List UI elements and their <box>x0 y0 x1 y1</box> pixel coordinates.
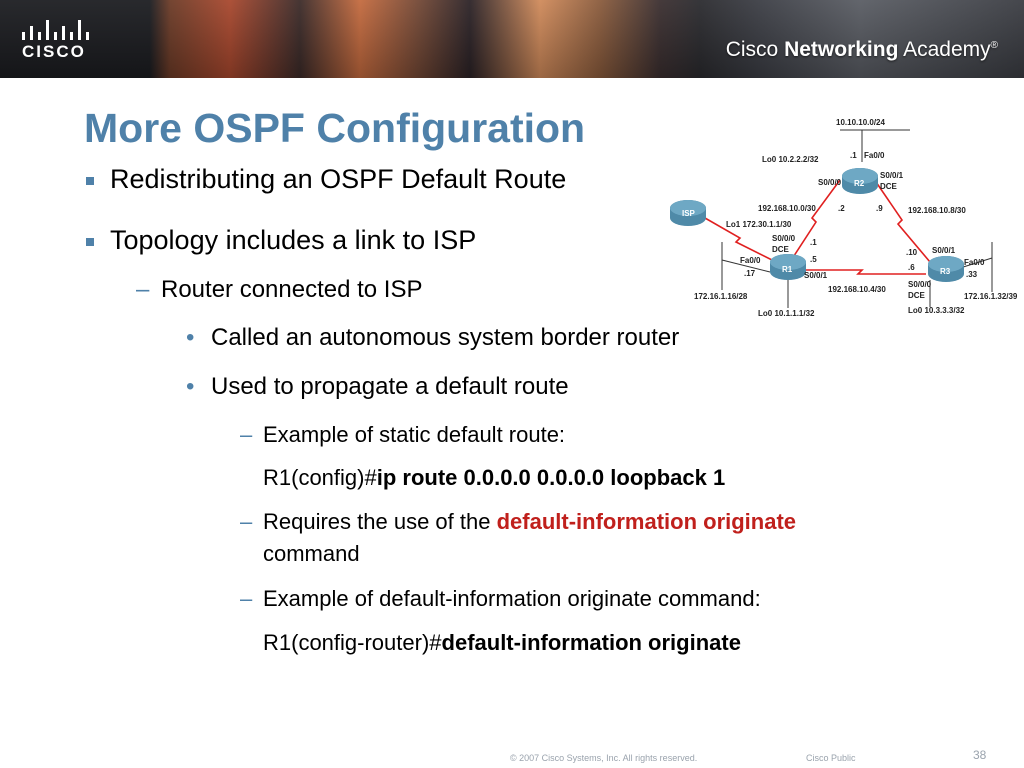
academy-brand: Cisco Networking Academy® <box>726 38 998 62</box>
requires-highlight: default-information originate <box>496 509 797 534</box>
serial-r2-r3 <box>875 181 931 263</box>
label-r2-lo: Lo0 10.2.2.2/32 <box>762 155 819 164</box>
label-r1: R1 <box>782 265 793 274</box>
label-net-r1r2: 192.168.10.0/30 <box>758 204 816 213</box>
academy-bold: Networking <box>784 38 899 61</box>
bullet-topology: Topology includes a link to ISP <box>110 225 477 255</box>
label-r1-s01: S0/0/1 <box>804 271 828 280</box>
academy-prefix: Cisco <box>725 38 785 61</box>
dio-command: R1(config-router)#default-information or… <box>263 630 741 656</box>
bullet-propagate: Used to propagate a default route <box>211 373 569 400</box>
label-net-r2r3: 192.168.10.8/30 <box>908 206 966 215</box>
bullet-dash: – <box>136 276 150 303</box>
router-r2-icon <box>842 168 878 194</box>
requires-prefix: Requires the use of the <box>263 509 497 534</box>
label-r3-s00-ip: .6 <box>908 263 915 272</box>
serial-isp-r1 <box>697 213 777 263</box>
label-r2-s00: S0/0/0 <box>818 178 842 187</box>
bullet-asbr: Called an autonomous system border route… <box>211 324 680 351</box>
bullet-router-isp: Router connected to ISP <box>161 276 423 303</box>
static-route-prompt: R1(config)# <box>263 465 377 490</box>
label-r3-dce: DCE <box>908 291 926 300</box>
slide-title: More OSPF Configuration <box>84 105 586 151</box>
footer-classification: Cisco Public <box>806 753 856 763</box>
label-r2-s00-ip: .2 <box>838 204 845 213</box>
label-net-r1r3: 192.168.10.4/30 <box>828 285 886 294</box>
label-r2-s01-ip: .9 <box>876 204 883 213</box>
label-isp: ISP <box>682 209 696 218</box>
r1-lan-line <box>721 259 771 273</box>
bullet-redistributing: Redistributing an OSPF Default Route <box>110 164 567 194</box>
label-r1-s01-ip: .5 <box>810 255 817 264</box>
label-r2-fa: Fa0/0 <box>864 151 885 160</box>
label-r1-s00: S0/0/0 <box>772 234 796 243</box>
label-r1-lo1: Lo1 172.30.1.1/30 <box>726 220 792 229</box>
page-number: 38 <box>973 748 987 762</box>
label-r3-s00: S0/0/0 <box>908 280 932 289</box>
label-r3-lo0: Lo0 10.3.3.3/32 <box>908 306 965 315</box>
requires-suffix: command <box>263 541 360 566</box>
cisco-logo-text: CISCO <box>22 42 86 61</box>
label-r2-fa-ip: .1 <box>850 151 857 160</box>
label-r3-fa-ip: .33 <box>966 270 978 279</box>
header-banner: CISCO Cisco Networking Academy® <box>0 0 1024 78</box>
label-r1-fa: Fa0/0 <box>740 256 761 265</box>
label-r2-s01: S0/0/1 <box>880 171 904 180</box>
label-net-top: 10.10.10.0/24 <box>836 118 885 127</box>
label-r3-s01-ip: .10 <box>906 248 918 257</box>
label-r1-fa-ip: .17 <box>744 269 756 278</box>
bullet-dash: – <box>240 422 253 447</box>
bullet-requires: Requires the use of the default-informat… <box>263 509 796 535</box>
topology-diagram: 10.10.10.0/24 .1 Fa0/0 Lo0 10.2.2.2/32 S… <box>670 118 1018 318</box>
bullet-dot: • <box>186 373 195 400</box>
static-route-cmd: ip route 0.0.0.0 0.0.0.0 loopback 1 <box>376 465 726 490</box>
label-r3: R3 <box>940 267 951 276</box>
router-r1-icon <box>770 254 806 280</box>
label-r3-s01: S0/0/1 <box>932 246 956 255</box>
dio-cmd: default-information originate <box>441 630 741 655</box>
bullet-square <box>86 233 94 251</box>
bullet-dash: – <box>240 586 253 611</box>
footer-copyright: © 2007 Cisco Systems, Inc. All rights re… <box>510 753 698 763</box>
academy-mark: ® <box>990 40 998 51</box>
r3-lan-line <box>959 257 993 269</box>
label-r1-dce: DCE <box>772 245 790 254</box>
label-r2-dce: DCE <box>880 182 898 191</box>
cisco-logo-icon <box>22 20 89 40</box>
banner-shade <box>0 0 1024 78</box>
bullet-dash: – <box>240 509 253 534</box>
bullet-static-example: Example of static default route: <box>263 422 566 447</box>
label-r3-fa: Fa0/0 <box>964 258 985 267</box>
bullet-dot: • <box>186 324 195 351</box>
academy-suffix: Academy <box>898 38 991 61</box>
router-r3-icon <box>928 256 964 282</box>
label-net-r1lan: 172.16.1.16/28 <box>694 292 748 301</box>
serial-r1-r2 <box>789 179 841 263</box>
label-net-r3lan: 172.16.1.32/39 <box>964 292 1018 301</box>
bullet-dio-example: Example of default-information originate… <box>263 586 761 611</box>
bullet-square <box>86 172 94 190</box>
static-route-command: R1(config)#ip route 0.0.0.0 0.0.0.0 loop… <box>263 465 725 491</box>
label-r1-s00-ip: .1 <box>810 238 817 247</box>
label-r1-lo0: Lo0 10.1.1.1/32 <box>758 309 815 318</box>
label-r2: R2 <box>854 179 865 188</box>
dio-prompt: R1(config-router)# <box>263 630 442 655</box>
router-isp-icon <box>670 200 706 226</box>
serial-r1-r3 <box>800 269 926 275</box>
